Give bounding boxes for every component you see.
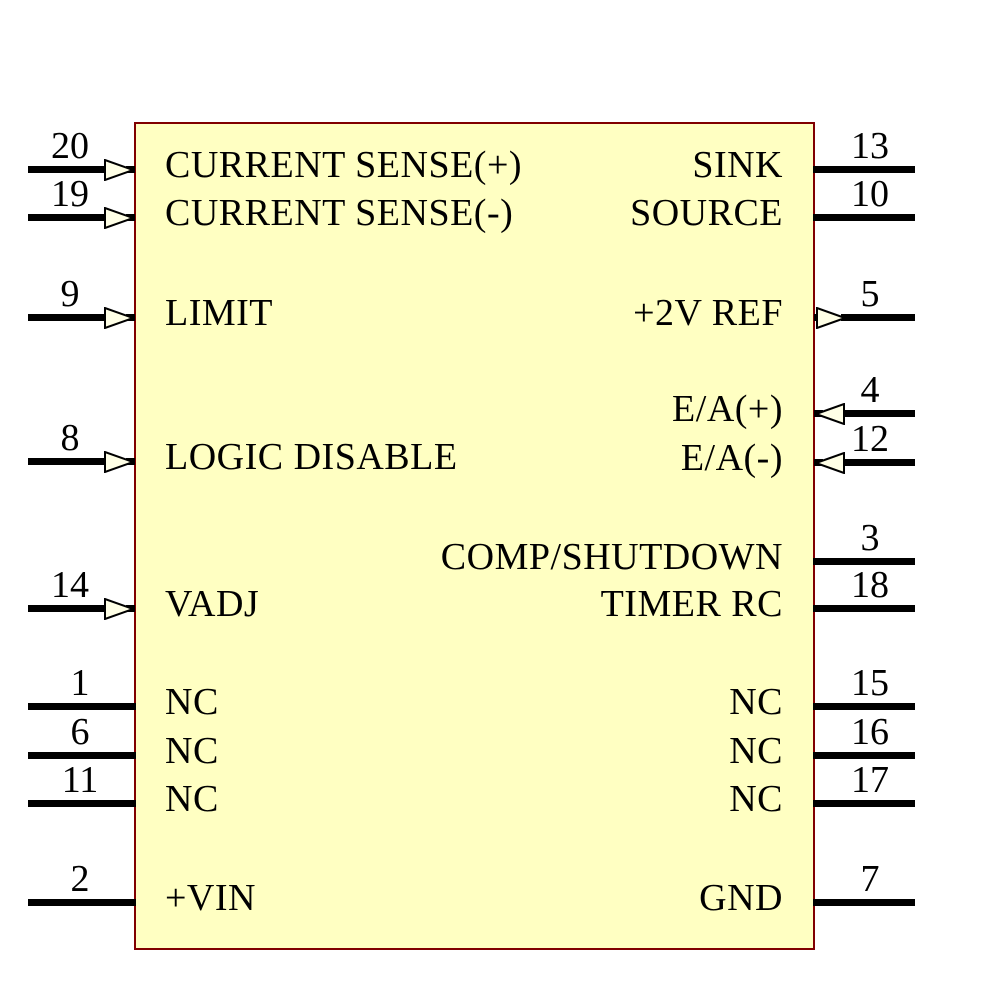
pin-line xyxy=(28,703,136,710)
pin-line xyxy=(813,752,915,759)
pin-number: 7 xyxy=(860,858,880,900)
pin-label: NC xyxy=(165,681,219,723)
pin-number: 18 xyxy=(851,564,889,606)
pin-line xyxy=(841,314,915,321)
pin-label: LIMIT xyxy=(165,292,274,334)
pin-number: 17 xyxy=(851,759,889,801)
pin-label: CURRENT SENSE(+) xyxy=(165,144,523,186)
pin-number: 1 xyxy=(70,662,90,704)
pin-number: 10 xyxy=(851,173,889,215)
pin-line xyxy=(813,558,915,565)
pin-number: 4 xyxy=(860,369,880,411)
pin-label: +2V REF xyxy=(633,292,783,334)
pin-number: 3 xyxy=(860,517,880,559)
pin-number: 2 xyxy=(70,858,90,900)
pin-label: CURRENT SENSE(-) xyxy=(165,192,514,234)
pin-line xyxy=(28,899,136,906)
pin-arrow-out-icon xyxy=(816,306,848,330)
pin-number: 16 xyxy=(851,711,889,753)
pin-line xyxy=(813,605,915,612)
pin-arrow-in-icon xyxy=(104,597,136,621)
pin-arrow-in-icon xyxy=(813,451,845,475)
pin-line xyxy=(813,214,915,221)
ic-symbol-body xyxy=(134,122,815,950)
pin-number: 8 xyxy=(60,417,80,459)
pin-number: 20 xyxy=(51,125,89,167)
pin-label: VADJ xyxy=(165,583,260,625)
pin-label: +VIN xyxy=(165,877,256,919)
pin-line xyxy=(28,166,104,173)
pin-arrow-in-icon xyxy=(104,306,136,330)
pin-label: NC xyxy=(729,778,783,820)
pin-label: E/A(-) xyxy=(680,437,783,479)
pin-line xyxy=(813,703,915,710)
pin-number: 11 xyxy=(61,759,99,801)
pin-line xyxy=(28,314,104,321)
pin-line xyxy=(813,166,915,173)
pin-line xyxy=(28,458,104,465)
pin-label: LOGIC DISABLE xyxy=(165,436,458,478)
pin-number: 13 xyxy=(851,125,889,167)
pin-number: 15 xyxy=(851,662,889,704)
pin-line xyxy=(28,214,104,221)
pin-label: NC xyxy=(165,730,219,772)
pin-number: 14 xyxy=(51,564,89,606)
pin-number: 19 xyxy=(51,173,89,215)
pin-number: 6 xyxy=(70,711,90,753)
pin-label: SOURCE xyxy=(630,192,783,234)
pin-arrow-in-icon xyxy=(104,206,136,230)
pin-label: NC xyxy=(165,778,219,820)
pin-line xyxy=(28,800,136,807)
pin-line xyxy=(843,459,915,466)
pin-label: SINK xyxy=(692,144,783,186)
pin-line xyxy=(813,800,915,807)
pin-number: 12 xyxy=(851,418,889,460)
pin-number: 9 xyxy=(60,273,80,315)
pin-number: 5 xyxy=(860,273,880,315)
pin-line xyxy=(843,410,915,417)
pin-line xyxy=(28,605,104,612)
pin-arrow-in-icon xyxy=(813,402,845,426)
pin-line xyxy=(813,899,915,906)
pin-label: NC xyxy=(729,730,783,772)
pin-label: COMP/SHUTDOWN xyxy=(440,536,783,578)
pin-line xyxy=(28,752,136,759)
pin-label: E/A(+) xyxy=(672,388,783,430)
pin-label: NC xyxy=(729,681,783,723)
pin-arrow-in-icon xyxy=(104,158,136,182)
pin-label: GND xyxy=(699,877,783,919)
pin-arrow-in-icon xyxy=(104,450,136,474)
pin-label: TIMER RC xyxy=(600,583,783,625)
